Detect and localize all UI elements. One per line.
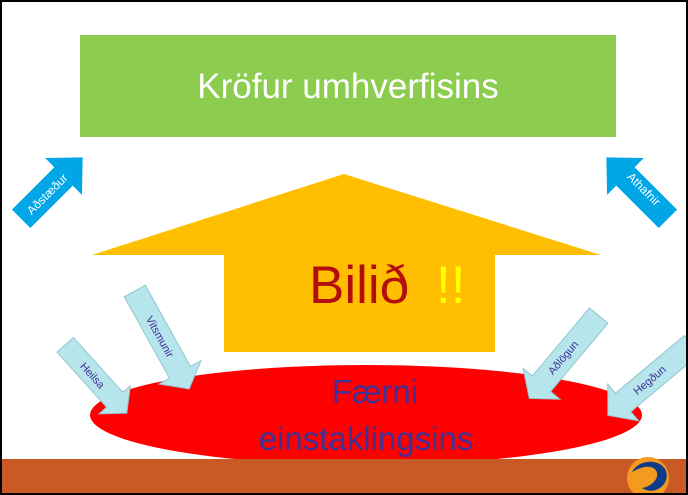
skill-label-line2: einstaklingsins: [259, 420, 474, 457]
hegdun-arrow: [607, 334, 686, 422]
top-box-label: Kröfur umhverfisins: [197, 67, 498, 106]
skill-ellipse: [90, 365, 642, 465]
skill-label-line1: Færni: [332, 373, 418, 410]
top-box: [80, 35, 616, 137]
right-side-arrow: [606, 157, 678, 229]
gap-exclamation: !!: [436, 256, 465, 315]
center-arrow: [92, 174, 601, 352]
gap-label: Bilið: [309, 256, 409, 315]
left-side-arrow: Aðstæður: [11, 157, 83, 229]
bottom-band: [2, 459, 686, 493]
logo-icon: [627, 457, 669, 493]
adlogun-arrow: [522, 307, 609, 400]
